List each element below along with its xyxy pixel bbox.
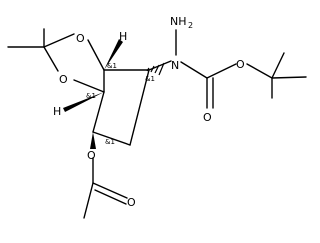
bond: [129, 69, 150, 146]
wedge-bond: [104, 39, 123, 70]
atom-o-ring-top: O: [76, 32, 85, 45]
bond: [206, 63, 237, 79]
atom-h-top: H: [119, 30, 127, 43]
atom-o-ester-link: O: [236, 58, 245, 71]
wedge-bond: [63, 92, 104, 112]
atom-o-acetate-link: O: [87, 149, 96, 162]
bond: [87, 39, 105, 71]
bond: [83, 182, 94, 219]
stereo-label: &1: [105, 138, 115, 146]
atom-o-ring-bottom: O: [59, 73, 68, 86]
bond: [180, 61, 208, 79]
stereo-label: &1: [107, 62, 117, 70]
bond: [94, 189, 127, 205]
stereo-label: &1: [145, 75, 155, 83]
bond: [73, 79, 105, 93]
atom-n: N: [171, 59, 179, 72]
bond: [43, 46, 59, 72]
atom-o-acetate-carbonyl: O: [127, 196, 136, 209]
stereo-label: &1: [86, 92, 96, 100]
bond: [92, 182, 128, 199]
wedge-bond: [90, 132, 96, 149]
atom-nh2-subscript: 2: [188, 21, 193, 30]
atom-nh2: NH: [170, 15, 187, 28]
hashed-bond: [146, 62, 165, 76]
bond: [92, 91, 105, 133]
atom-o-carbonyl: O: [203, 111, 212, 124]
atom-h-bottom: H: [53, 105, 61, 118]
bond: [271, 76, 307, 79]
bond: [271, 52, 285, 79]
bond: [43, 33, 75, 48]
bond: [246, 63, 273, 79]
bond: [92, 131, 131, 146]
